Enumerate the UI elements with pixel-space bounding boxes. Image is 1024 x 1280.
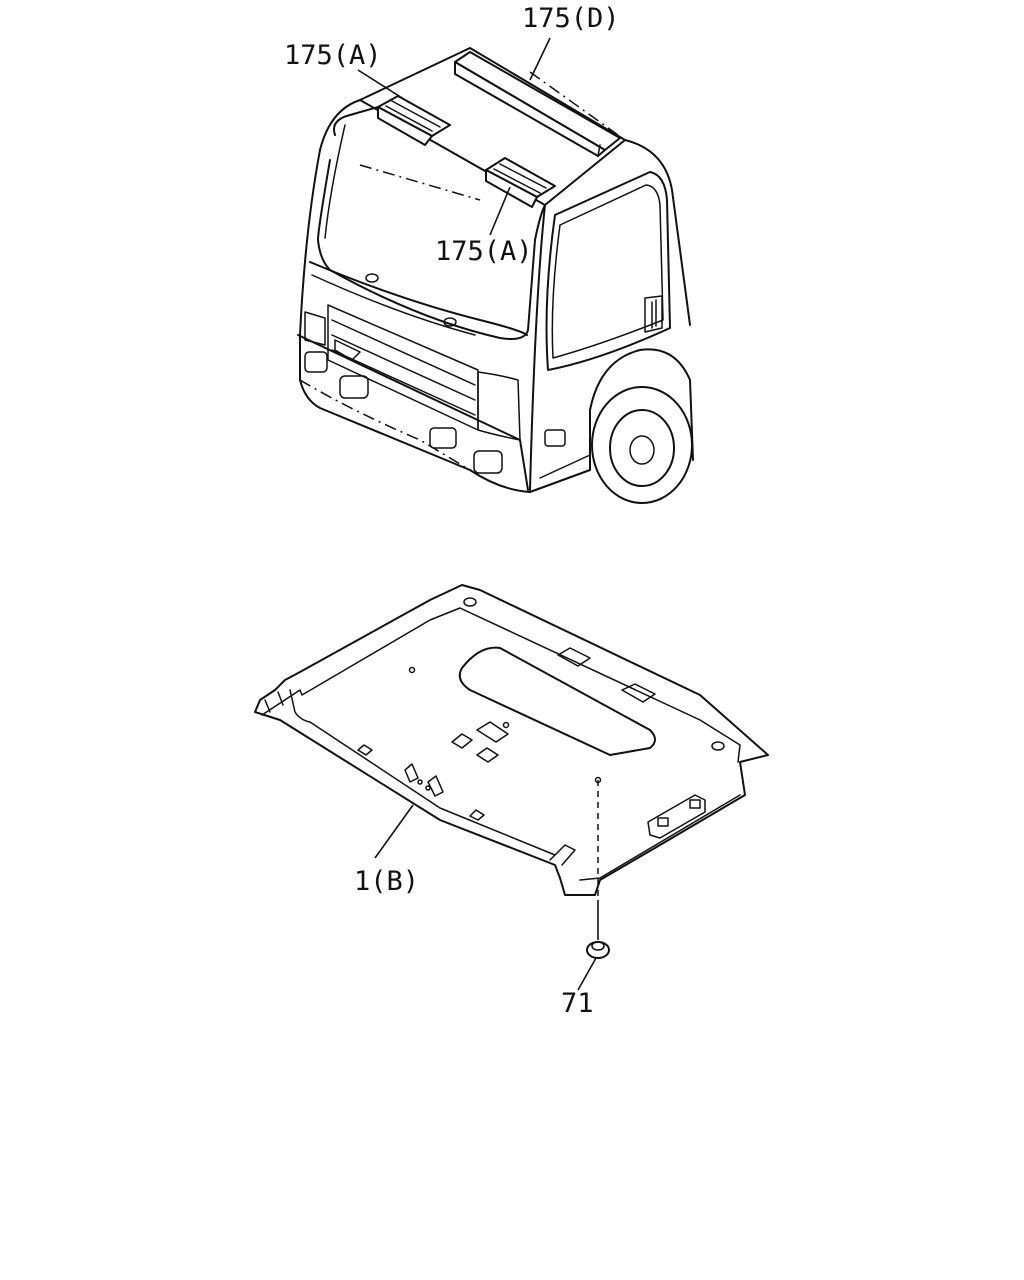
roof-pad-a-front xyxy=(485,157,556,208)
roof-strip-d xyxy=(454,51,621,157)
callout-175a-left: 175(A) xyxy=(284,40,382,71)
roof-pad-a-left xyxy=(377,95,451,146)
headliner-illustration xyxy=(254,584,769,940)
callout-1b: 1(B) xyxy=(354,866,419,897)
clip-part xyxy=(586,941,610,959)
callout-175a-front: 175(A) xyxy=(435,236,533,267)
truck-cab-illustration xyxy=(297,37,694,504)
callout-71: 71 xyxy=(561,988,594,1019)
callout-175d: 175(D) xyxy=(522,3,620,34)
